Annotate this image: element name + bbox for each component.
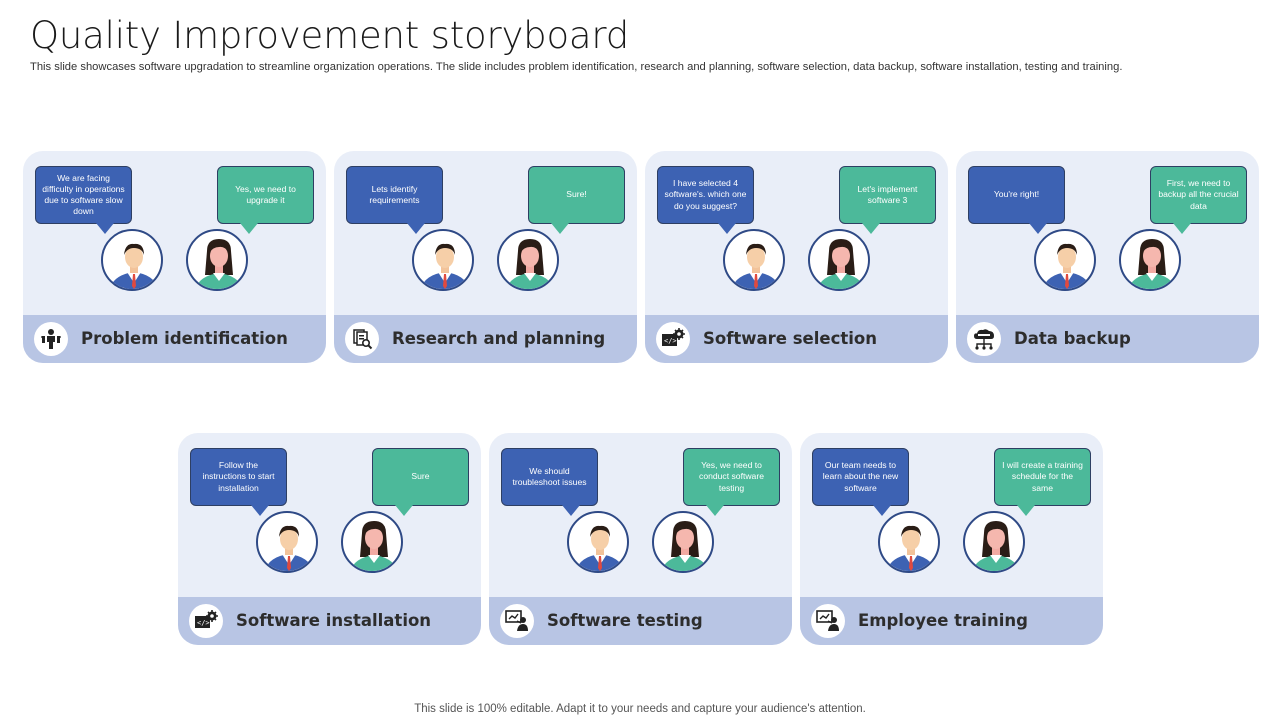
storyboard-card: I have selected 4 software's. which one … xyxy=(645,151,948,363)
card-label: Software testing xyxy=(547,611,703,630)
speech-bubble-man-text: We are facing difficulty in operations d… xyxy=(42,172,125,217)
speech-bubble-man: We should troubleshoot issues xyxy=(501,448,598,516)
storyboard-card: Follow the instructions to start install… xyxy=(178,433,481,645)
speech-bubble-tail xyxy=(718,223,736,234)
speech-bubble-tail xyxy=(551,223,569,234)
card-label-band: Problem identification xyxy=(23,315,326,363)
man-avatar-icon xyxy=(723,229,785,291)
speech-bubble-man-text: You're right! xyxy=(993,189,1040,200)
woman-avatar-icon xyxy=(808,229,870,291)
speech-bubble-woman: Sure! xyxy=(528,166,625,234)
card-label-band: Research and planning xyxy=(334,315,637,363)
speech-bubble-tail xyxy=(1173,223,1191,234)
person-icon xyxy=(34,322,68,356)
speech-bubble-woman-text: First, we need to backup all the crucial… xyxy=(1158,178,1239,211)
card-label: Software selection xyxy=(703,329,877,348)
slide-subtitle: This slide showcases software upgradatio… xyxy=(30,61,1123,73)
slide-title: Quality Improvement storyboard xyxy=(30,14,630,57)
speech-bubble-man: Follow the instructions to start install… xyxy=(190,448,287,516)
speech-bubble-woman-text: Let's implement software 3 xyxy=(857,183,918,205)
speech-bubble-man-text: Follow the instructions to start install… xyxy=(202,460,275,493)
speech-bubble-man: I have selected 4 software's. which one … xyxy=(657,166,754,234)
code-gear-icon: </> xyxy=(189,604,223,638)
svg-text:</>: </> xyxy=(664,337,677,345)
card-label-band: Employee training xyxy=(800,597,1103,645)
speech-bubble-man: Our team needs to learn about the new so… xyxy=(812,448,909,516)
storyboard-card: We should troubleshoot issues Yes, we ne… xyxy=(489,433,792,645)
card-label: Software installation xyxy=(236,611,432,630)
speech-bubble-tail xyxy=(240,223,258,234)
slide-footer: This slide is 100% editable. Adapt it to… xyxy=(414,703,866,715)
man-avatar-icon xyxy=(256,511,318,573)
card-label: Employee training xyxy=(858,611,1028,630)
card-label: Research and planning xyxy=(392,329,606,348)
speech-bubble-tail xyxy=(862,223,880,234)
man-avatar-icon xyxy=(412,229,474,291)
woman-avatar-icon xyxy=(341,511,403,573)
speech-bubble-tail xyxy=(706,505,724,516)
speech-bubble-tail xyxy=(251,505,269,516)
code-gear-icon: </> xyxy=(656,322,690,356)
speech-bubble-tail xyxy=(562,505,580,516)
card-label: Data backup xyxy=(1014,329,1131,348)
speech-bubble-man-text: We should troubleshoot issues xyxy=(512,465,587,487)
speech-bubble-woman: Sure xyxy=(372,448,469,516)
speech-bubble-woman: Yes, we need to upgrade it xyxy=(217,166,314,234)
speech-bubble-tail xyxy=(873,505,891,516)
speech-bubble-woman: First, we need to backup all the crucial… xyxy=(1150,166,1247,234)
speech-bubble-tail xyxy=(1017,505,1035,516)
storyboard-card: Our team needs to learn about the new so… xyxy=(800,433,1103,645)
speech-bubble-tail xyxy=(96,223,114,234)
card-label-band: Software testing xyxy=(489,597,792,645)
speech-bubble-woman-text: Sure xyxy=(411,471,430,482)
woman-avatar-icon xyxy=(652,511,714,573)
woman-avatar-icon xyxy=(1119,229,1181,291)
woman-avatar-icon xyxy=(963,511,1025,573)
man-avatar-icon xyxy=(878,511,940,573)
speech-bubble-man: Lets identify requirements xyxy=(346,166,443,234)
documents-search-icon xyxy=(345,322,379,356)
woman-avatar-icon xyxy=(497,229,559,291)
speech-bubble-woman-text: I will create a training schedule for th… xyxy=(1002,460,1083,493)
speech-bubble-man-text: Lets identify requirements xyxy=(369,183,420,205)
speech-bubble-woman: Yes, we need to conduct software testing xyxy=(683,448,780,516)
speech-bubble-man-text: Our team needs to learn about the new so… xyxy=(822,460,899,493)
speech-bubble-woman: Let's implement software 3 xyxy=(839,166,936,234)
card-label-band: </> Software selection xyxy=(645,315,948,363)
man-avatar-icon xyxy=(567,511,629,573)
card-label: Problem identification xyxy=(81,329,288,348)
presenter-screen-icon xyxy=(811,604,845,638)
card-label-band: Data backup xyxy=(956,315,1259,363)
speech-bubble-man-text: I have selected 4 software's. which one … xyxy=(664,178,747,211)
speech-bubble-tail xyxy=(407,223,425,234)
man-avatar-icon xyxy=(101,229,163,291)
storyboard-card: You're right! First, we need to backup a… xyxy=(956,151,1259,363)
svg-text:</>: </> xyxy=(197,619,210,627)
speech-bubble-tail xyxy=(395,505,413,516)
storyboard-card: Lets identify requirements Sure! Researc… xyxy=(334,151,637,363)
card-label-band: </> Software installation xyxy=(178,597,481,645)
speech-bubble-man: You're right! xyxy=(968,166,1065,234)
cloud-database-icon xyxy=(967,322,1001,356)
speech-bubble-man: We are facing difficulty in operations d… xyxy=(35,166,132,234)
storyboard-card: We are facing difficulty in operations d… xyxy=(23,151,326,363)
speech-bubble-woman-text: Yes, we need to conduct software testing xyxy=(699,460,764,493)
speech-bubble-woman: I will create a training schedule for th… xyxy=(994,448,1091,516)
woman-avatar-icon xyxy=(186,229,248,291)
speech-bubble-tail xyxy=(1029,223,1047,234)
speech-bubble-woman-text: Sure! xyxy=(566,189,587,200)
man-avatar-icon xyxy=(1034,229,1096,291)
presenter-screen-icon xyxy=(500,604,534,638)
speech-bubble-woman-text: Yes, we need to upgrade it xyxy=(235,183,296,205)
